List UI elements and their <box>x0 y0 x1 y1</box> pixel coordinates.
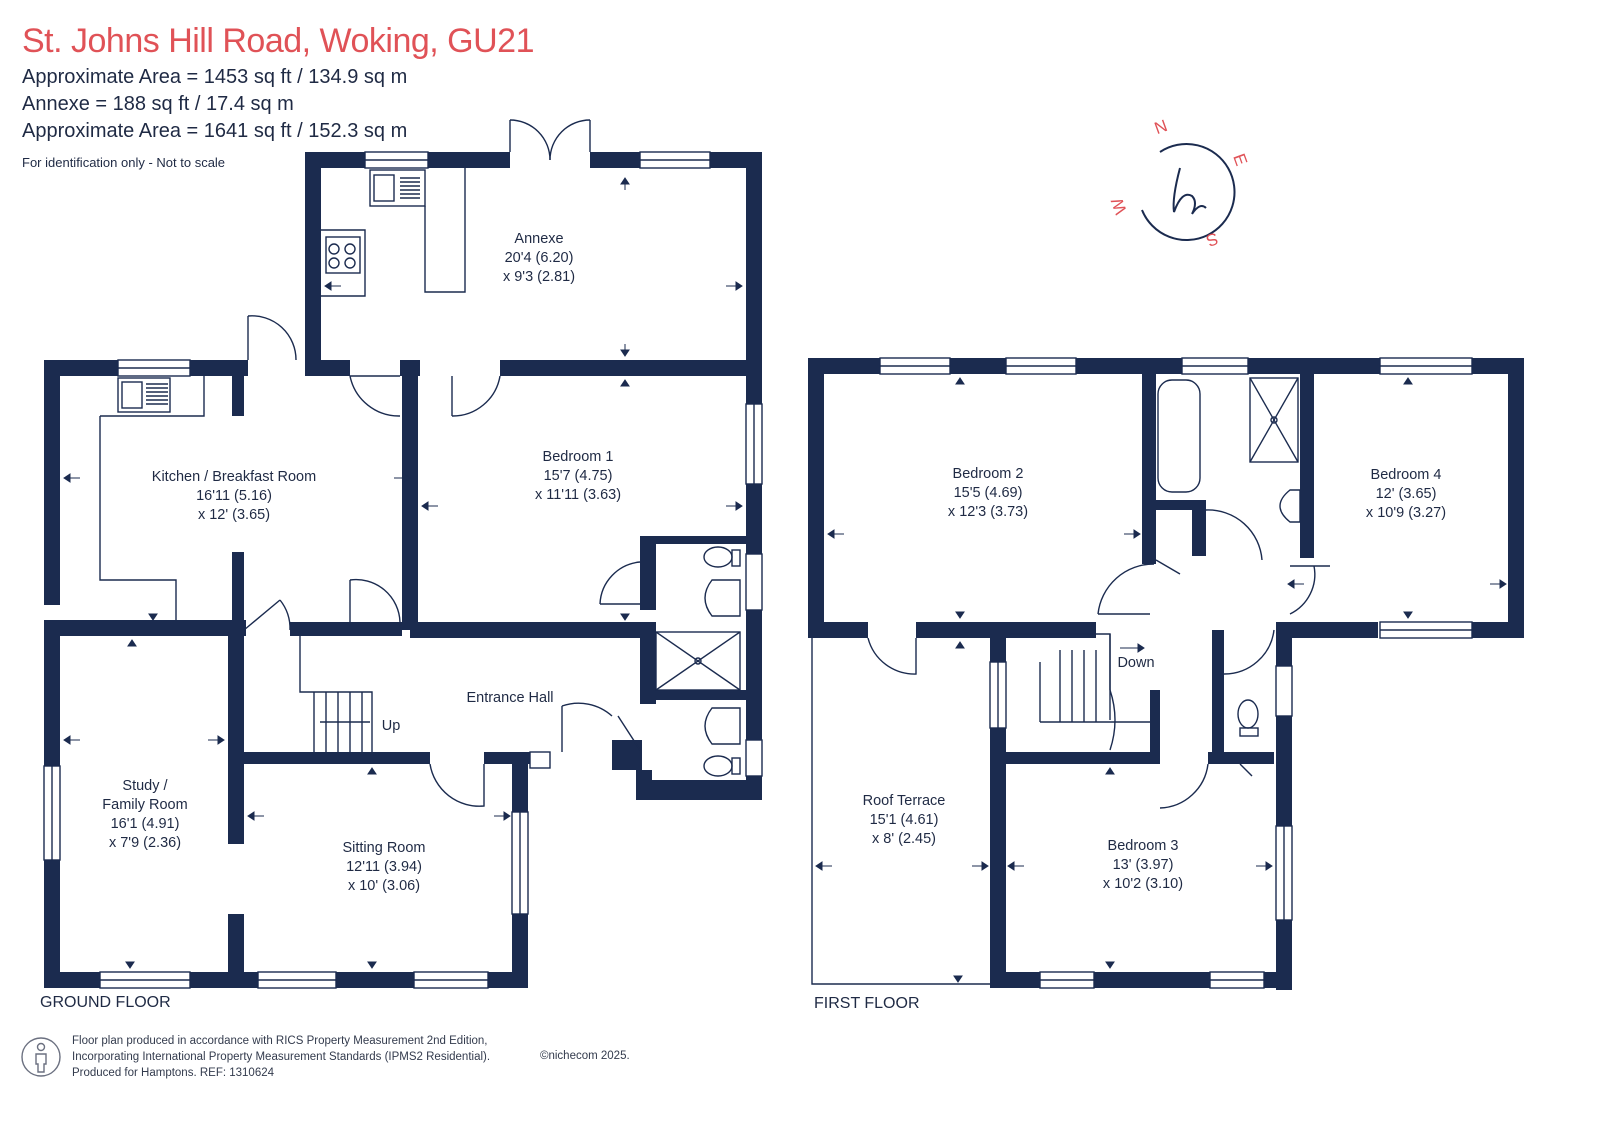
room-annexe-dim2: x 9'3 (2.81) <box>503 269 575 285</box>
room-annexe-dim1: 20'4 (6.20) <box>505 250 574 266</box>
room-bedroom1-dim1: 15'7 (4.75) <box>544 468 613 484</box>
room-sitting-name: Sitting Room <box>342 840 425 856</box>
room-study-name-line2: Family Room <box>102 797 187 813</box>
room-bedroom2-dim2: x 12'3 (3.73) <box>948 504 1028 520</box>
page-title: St. Johns Hill Road, Woking, GU21 <box>22 22 535 60</box>
room-bedroom3-dim2: x 10'2 (3.10) <box>1103 876 1183 892</box>
copyright-text: ©nichecom 2025. <box>540 1050 630 1062</box>
room-kitchen-dim2: x 12' (3.65) <box>198 507 270 523</box>
first-floor-walls <box>808 358 1524 990</box>
first-floor-details <box>811 357 1473 989</box>
ground-floor-details <box>43 119 763 989</box>
ground-floor-label: GROUND FLOOR <box>40 994 171 1011</box>
room-kitchen-name: Kitchen / Breakfast Room <box>152 469 316 485</box>
room-bedroom1-dim2: x 11'11 (3.63) <box>535 487 621 503</box>
compass-north: N <box>1152 116 1170 138</box>
room-roof-terrace-name: Roof Terrace <box>863 793 946 809</box>
first-floor-label: FIRST FLOOR <box>814 995 920 1012</box>
room-bedroom2-dim1: 15'5 (4.69) <box>954 485 1023 501</box>
compass-rose: N E S W <box>1107 116 1251 250</box>
room-bedroom3-name: Bedroom 3 <box>1108 838 1179 854</box>
room-sitting-dim1: 12'11 (3.94) <box>346 859 422 875</box>
room-study-dim2: x 7'9 (2.36) <box>109 835 181 851</box>
room-study-name-line1: Study / <box>122 778 168 794</box>
compass-east: E <box>1229 151 1251 168</box>
room-bedroom2-name: Bedroom 2 <box>953 466 1024 482</box>
room-bedroom4-dim2: x 10'9 (3.27) <box>1366 505 1446 521</box>
compass-west: W <box>1107 195 1130 217</box>
room-kitchen-dim1: 16'11 (5.16) <box>196 488 272 504</box>
not-to-scale-note: For identification only - Not to scale <box>22 155 226 170</box>
room-roof-terrace-dim1: 15'1 (4.61) <box>870 812 939 828</box>
room-bedroom3-dim1: 13' (3.97) <box>1113 857 1174 873</box>
room-sitting-dim2: x 10' (3.06) <box>348 878 420 894</box>
footer-line-3: Produced for Hamptons. REF: 1310624 <box>72 1067 275 1079</box>
footer-line-1: Floor plan produced in accordance with R… <box>72 1035 488 1047</box>
stairs-down-label: Down <box>1117 655 1154 671</box>
footer-line-2: Incorporating International Property Mea… <box>72 1051 491 1063</box>
room-bedroom4-dim1: 12' (3.65) <box>1376 486 1437 502</box>
room-roof-terrace-dim2: x 8' (2.45) <box>872 831 936 847</box>
room-bedroom4-name: Bedroom 4 <box>1371 467 1442 483</box>
area-line-total: Approximate Area = 1453 sq ft / 134.9 sq… <box>22 66 408 88</box>
area-line-combined: Approximate Area = 1641 sq ft / 152.3 sq… <box>22 120 408 142</box>
room-study-dim1: 16'1 (4.91) <box>111 816 180 832</box>
room-entrance-hall-name: Entrance Hall <box>466 690 553 706</box>
area-line-annexe: Annexe = 188 sq ft / 17.4 sq m <box>22 93 294 115</box>
stairs-up-label: Up <box>382 718 401 734</box>
person-info-icon <box>21 1037 61 1077</box>
room-bedroom1-name: Bedroom 1 <box>543 449 614 465</box>
compass-south: S <box>1204 229 1221 251</box>
room-annexe-name: Annexe <box>514 231 563 247</box>
measurement-arrows <box>63 177 1507 983</box>
footer-note: Floor plan produced in accordance with R… <box>72 1033 490 1081</box>
ground-floor-walls <box>44 152 762 988</box>
